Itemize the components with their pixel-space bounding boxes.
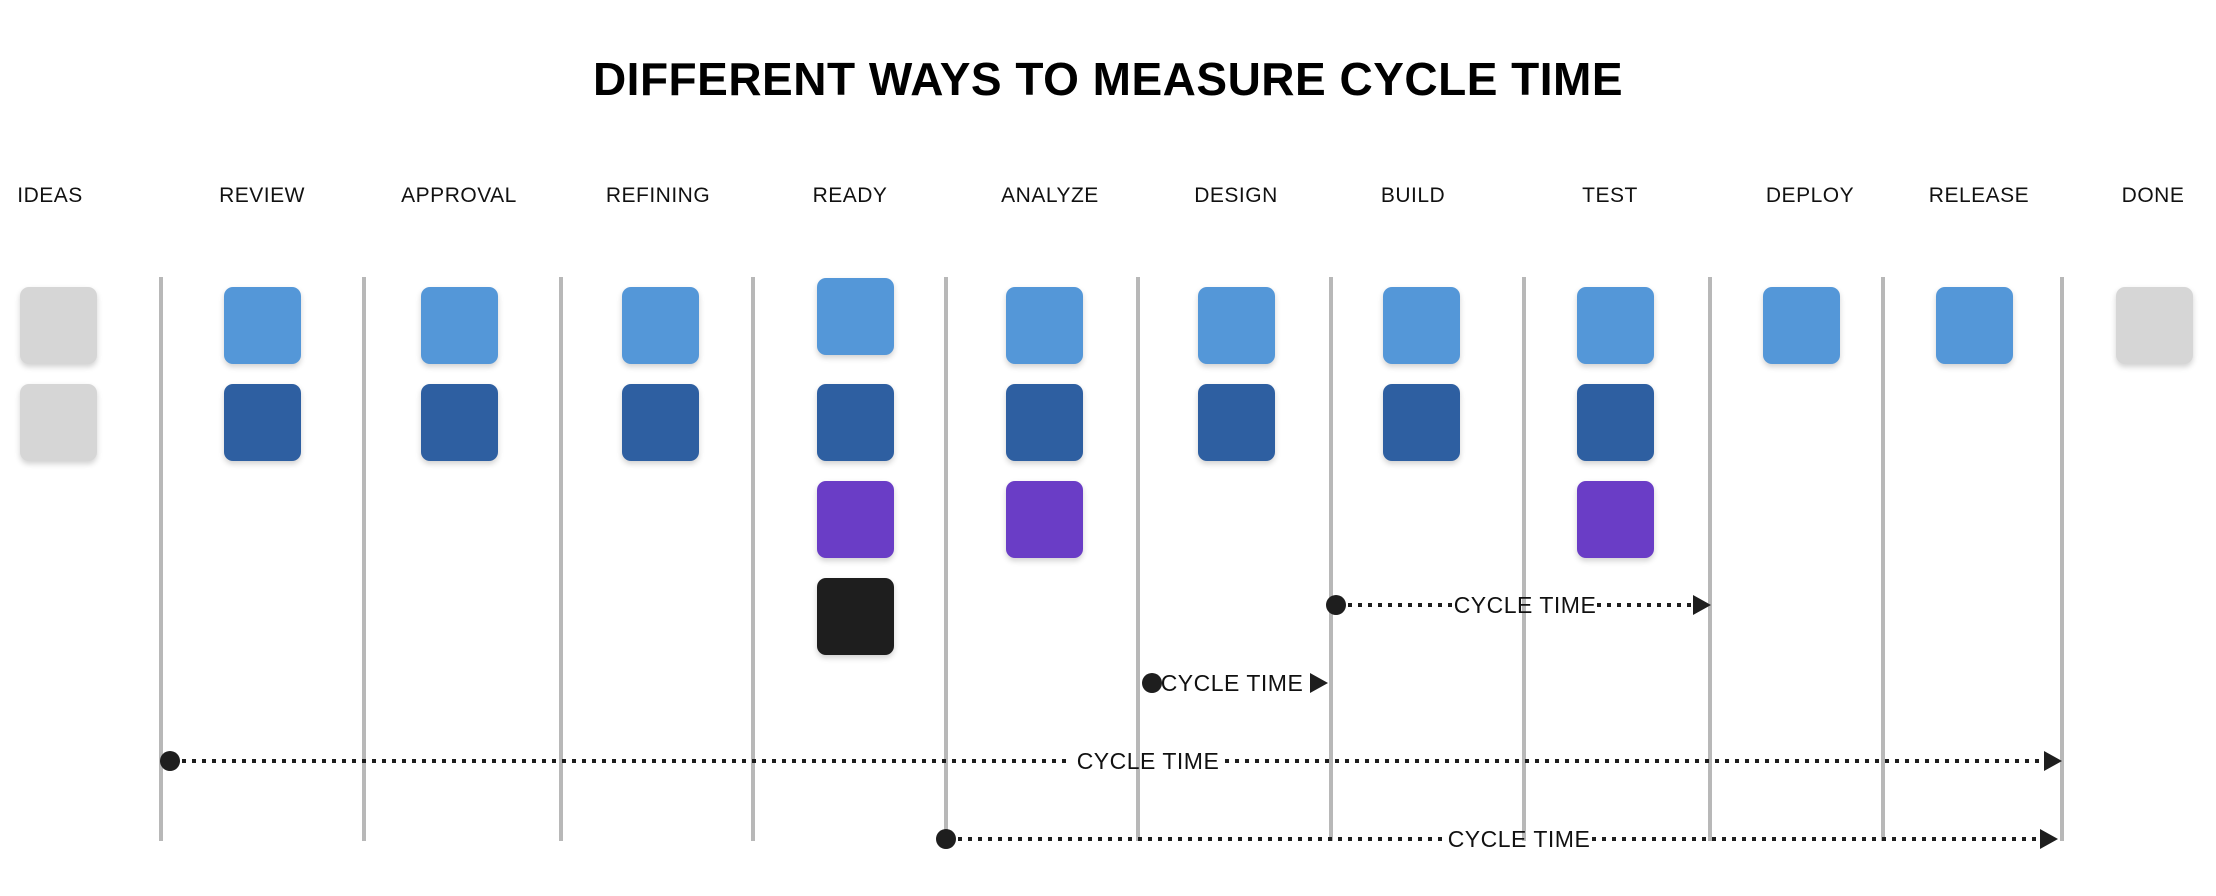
cycle-time-label: CYCLE TIME <box>1077 748 1220 774</box>
cycle-time-label: CYCLE TIME <box>1161 670 1304 696</box>
stage-label-review: REVIEW <box>219 184 305 207</box>
column-divider <box>2060 277 2064 841</box>
card-purple[interactable] <box>817 481 894 558</box>
start-dot <box>1326 595 1346 615</box>
card-light-blue[interactable] <box>817 278 894 355</box>
end-arrowhead <box>1310 673 1328 693</box>
card-dark-blue[interactable] <box>817 384 894 461</box>
column-divider <box>362 277 366 841</box>
card-light-blue[interactable] <box>622 287 699 364</box>
card-dark-blue[interactable] <box>224 384 301 461</box>
column-divider <box>1708 277 1712 841</box>
card-light-blue[interactable] <box>1383 287 1460 364</box>
end-arrowhead <box>1693 595 1711 615</box>
stage-label-ideas: IDEAS <box>17 184 83 207</box>
end-arrowhead <box>2044 751 2062 771</box>
column-divider <box>559 277 563 841</box>
stage-label-deploy: DEPLOY <box>1765 184 1855 207</box>
column-divider <box>1881 277 1885 841</box>
card-purple[interactable] <box>1577 481 1654 558</box>
stage-label-analyze: ANALYZE <box>1001 184 1099 207</box>
cycle-time-arrow-build-deploy: CYCLE TIME <box>1326 592 1711 618</box>
card-dark-blue[interactable] <box>1383 384 1460 461</box>
start-dot <box>936 829 956 849</box>
card-dark-blue[interactable] <box>1577 384 1654 461</box>
card-dark-blue[interactable] <box>1198 384 1275 461</box>
card-black[interactable] <box>817 578 894 655</box>
column-divider <box>159 277 163 841</box>
start-dot <box>160 751 180 771</box>
column-divider <box>1136 277 1140 841</box>
card-light-blue[interactable] <box>421 287 498 364</box>
cycle-time-label: CYCLE TIME <box>1454 592 1597 618</box>
card-dark-blue[interactable] <box>1006 384 1083 461</box>
card-light-blue[interactable] <box>1198 287 1275 364</box>
card-gray[interactable] <box>20 287 97 364</box>
column-divider <box>944 277 948 841</box>
stage-label-approval: APPROVAL <box>401 184 517 207</box>
stage-label-refining: REFINING <box>605 184 711 207</box>
card-light-blue[interactable] <box>1006 287 1083 364</box>
cycle-time-label: CYCLE TIME <box>1448 826 1591 852</box>
card-gray[interactable] <box>20 384 97 461</box>
card-dark-blue[interactable] <box>421 384 498 461</box>
card-purple[interactable] <box>1006 481 1083 558</box>
cycle-time-arrow-review-done: CYCLE TIME <box>160 748 2062 774</box>
card-dark-blue[interactable] <box>622 384 699 461</box>
start-dot <box>1142 673 1162 693</box>
stage-label-build: BUILD <box>1380 184 1446 207</box>
stage-label-test: TEST <box>1582 184 1638 207</box>
column-divider <box>1329 277 1333 841</box>
card-light-blue[interactable] <box>1577 287 1654 364</box>
stage-label-done: DONE <box>2121 184 2185 207</box>
card-light-blue[interactable] <box>1763 287 1840 364</box>
page-title: DIFFERENT WAYS TO MEASURE CYCLE TIME <box>592 53 1624 105</box>
column-divider <box>1522 277 1526 841</box>
stage-label-release: RELEASE <box>1928 184 2030 207</box>
card-light-blue[interactable] <box>1936 287 2013 364</box>
stage-label-design: DESIGN <box>1194 184 1278 207</box>
column-divider <box>751 277 755 841</box>
card-light-blue[interactable] <box>224 287 301 364</box>
stage-label-ready: READY <box>812 184 888 207</box>
cycle-time-arrow-design-build: CYCLE TIME <box>1142 670 1328 696</box>
cycle-time-arrow-analyze-done: CYCLE TIME <box>936 826 2058 852</box>
end-arrowhead <box>2040 829 2058 849</box>
card-gray[interactable] <box>2116 287 2193 364</box>
